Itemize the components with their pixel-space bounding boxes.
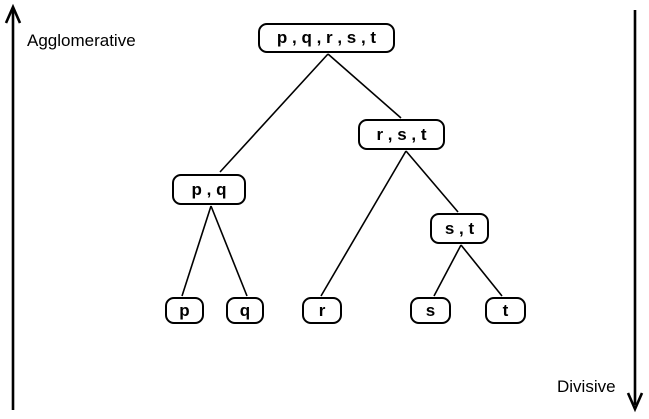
edge-st-t: [460, 244, 503, 297]
edge-root-rst: [327, 53, 402, 119]
edge-rst-st: [405, 150, 459, 213]
arrow-down-icon: [626, 10, 644, 413]
leaf-node-t: t: [485, 297, 526, 324]
agglomerative-label: Agglomerative: [27, 31, 136, 50]
leaf-node-s: s: [410, 297, 451, 324]
edge-root-pq: [219, 53, 329, 173]
divisive-label: Divisive: [557, 377, 616, 396]
edge-rst-r: [320, 150, 407, 297]
edge-st-s: [433, 244, 462, 297]
cluster-node-pqrst: p , q , r , s , t: [258, 23, 395, 53]
arrow-up-icon: [4, 3, 22, 410]
cluster-node-rst: r , s , t: [358, 119, 445, 150]
leaf-node-q: q: [226, 297, 264, 324]
cluster-node-pq: p , q: [172, 174, 246, 205]
edge-pq-p: [181, 205, 212, 297]
cluster-node-st: s , t: [430, 213, 489, 244]
edge-pq-q: [210, 205, 248, 297]
leaf-node-p: p: [165, 297, 204, 324]
leaf-node-r: r: [302, 297, 342, 324]
